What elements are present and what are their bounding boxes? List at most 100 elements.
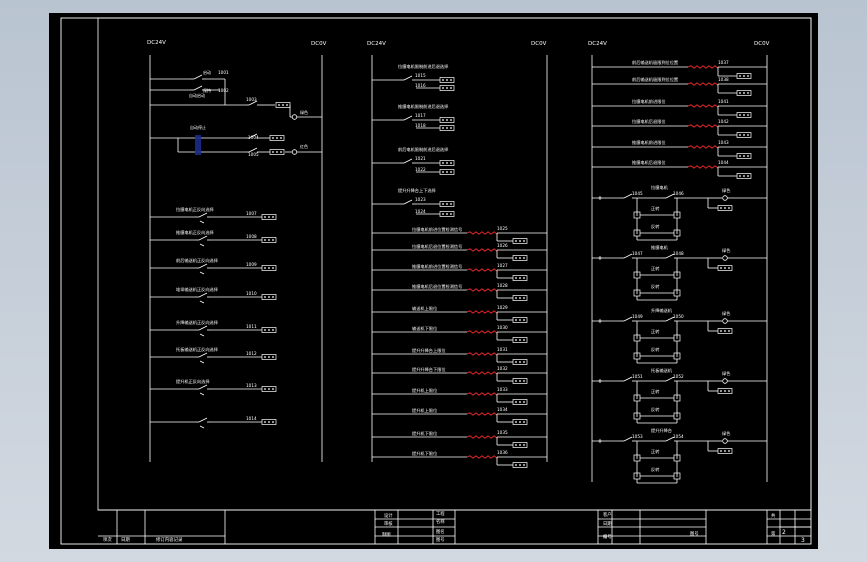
- terminal-pin: [523, 297, 525, 299]
- terminal-pin: [720, 390, 722, 392]
- forward-label: 正转: [651, 448, 659, 455]
- lamp-symbol: [291, 114, 298, 120]
- terminal-pin: [519, 319, 521, 321]
- output-terminal: [736, 112, 752, 118]
- title-cell: 日期: [603, 521, 612, 527]
- terminal-pin: [739, 114, 741, 116]
- contact-blade: [198, 384, 208, 390]
- lamp-label: 绿色: [722, 370, 731, 376]
- terminal-pin: [747, 92, 749, 94]
- output-terminal: [736, 153, 752, 159]
- terminal-pin: [728, 450, 730, 452]
- limit-switch-contact: [466, 455, 498, 459]
- terminal-pin: [523, 464, 525, 466]
- contact-blade: [665, 436, 675, 442]
- terminal-pin: [728, 207, 730, 209]
- forward-label: 正转: [651, 265, 659, 272]
- terminal-pin: [442, 203, 444, 205]
- output-terminal: [717, 448, 733, 454]
- terminal-pin: [523, 277, 525, 279]
- row-label: 提升机上限位: [412, 387, 437, 394]
- terminal-pin: [519, 277, 521, 279]
- limit-switch-contact: [466, 371, 498, 375]
- terminal-pin: [450, 203, 452, 205]
- title-cell: 客户: [603, 511, 612, 518]
- contact-blade: [248, 100, 258, 106]
- title-cell: 共: [771, 512, 776, 519]
- title-cell: 图号: [436, 537, 445, 543]
- terminal-pin: [272, 388, 274, 390]
- terminal-pin: [724, 330, 726, 332]
- row-number: 1007: [246, 211, 257, 216]
- limit-switch-contact: [687, 165, 719, 169]
- row-number: 1032: [497, 366, 508, 371]
- terminal-pin: [747, 134, 749, 136]
- row-number: 1013: [246, 383, 257, 388]
- row-number: 1018: [415, 123, 426, 128]
- row-number: 1051: [632, 374, 643, 379]
- terminal-pin: [720, 207, 722, 209]
- terminal-pin: [264, 329, 266, 331]
- row-label: 推膜电机后退位置检测信号: [412, 283, 462, 290]
- terminal-pin: [743, 92, 745, 94]
- terminal-pin: [747, 114, 749, 116]
- terminal-pin: [446, 127, 448, 129]
- row-number: 1046: [673, 191, 684, 196]
- row-label: 前后输送机极限到位位置: [632, 76, 678, 83]
- terminal-pin: [523, 401, 525, 403]
- terminal-pin: [519, 339, 521, 341]
- output-terminal: [736, 73, 752, 79]
- terminal-pin: [720, 450, 722, 452]
- terminal-pin: [720, 267, 722, 269]
- terminal-pin: [724, 207, 726, 209]
- sheet-number: 3: [801, 537, 805, 544]
- limit-switch-contact: [687, 124, 719, 128]
- terminal-pin: [743, 175, 745, 177]
- contact-blade: [248, 133, 258, 139]
- pair-label: 拉膜电机限制前进后退选择: [398, 63, 449, 70]
- terminal-pin: [450, 162, 452, 164]
- terminal-pin: [450, 119, 452, 121]
- contact-blade: [198, 417, 208, 423]
- title-cell: 审核: [384, 520, 393, 527]
- row-number: 1012: [246, 351, 257, 356]
- contact-tick: [199, 243, 205, 247]
- contact-blade: [665, 253, 675, 259]
- terminal-pin: [276, 137, 278, 139]
- terminal-pin: [728, 390, 730, 392]
- terminal-pin: [728, 330, 730, 332]
- row-label: 托板输送机正反向选择: [176, 346, 219, 353]
- output-terminal: [736, 132, 752, 138]
- terminal-pin: [272, 216, 274, 218]
- row-label: 拉膜电机后退限位: [632, 118, 666, 125]
- terminal-pin: [446, 79, 448, 81]
- row-label: 提升升降台上限位: [412, 347, 446, 354]
- terminal-pin: [743, 75, 745, 77]
- terminal-pin: [276, 151, 278, 153]
- label: 1004: [248, 135, 259, 140]
- revision-header: 项次: [103, 536, 112, 543]
- limit-switch-contact: [466, 392, 498, 396]
- terminal-pin: [739, 175, 741, 177]
- terminal-pin: [268, 356, 270, 358]
- output-terminal: [717, 388, 733, 394]
- row-number: 1029: [497, 305, 508, 310]
- row-number: 1016: [415, 83, 426, 88]
- terminal-pin: [264, 356, 266, 358]
- row-number: 1023: [415, 197, 426, 202]
- label: 1005: [248, 152, 259, 157]
- terminal-pin: [515, 361, 517, 363]
- contact-blade: [403, 115, 413, 121]
- limit-switch-contact: [466, 435, 498, 439]
- row-label: 推膜电机前进位置检测信号: [412, 263, 462, 270]
- limit-switch-contact: [687, 104, 719, 108]
- output-terminal: [261, 214, 277, 220]
- row-label: 堆垛输送机正反向选择: [176, 286, 219, 293]
- terminal-pin: [272, 267, 274, 269]
- row-label: 提升升降台下限位: [412, 366, 446, 373]
- row-label: 提升机下限位: [412, 450, 437, 457]
- terminal-pin: [523, 380, 525, 382]
- title-cell: 名称: [436, 518, 445, 525]
- row-label: 推膜电机前进限位: [632, 139, 666, 146]
- label: 1003: [246, 97, 257, 102]
